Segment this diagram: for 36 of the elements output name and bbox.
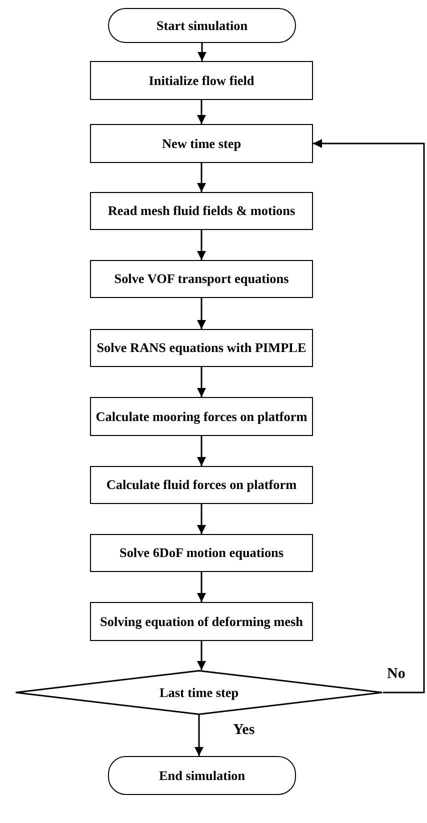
arrow — [197, 436, 206, 466]
node-label: Solve RANS equations with PIMPLE — [96, 340, 306, 356]
arrow — [197, 367, 206, 397]
process-box — [90, 466, 313, 504]
node-label: Last time step — [159, 684, 239, 700]
process-box — [90, 260, 313, 298]
terminal-box — [108, 8, 296, 43]
arrow — [194, 715, 204, 756]
arrow — [197, 230, 206, 260]
node-label: New time step — [162, 136, 242, 152]
process-box — [90, 602, 313, 641]
node-label: Initialize flow field — [148, 72, 254, 88]
node-label: End simulation — [158, 768, 246, 784]
arrow — [197, 100, 206, 124]
arrow — [197, 298, 206, 329]
arrow — [197, 163, 206, 192]
process-box — [90, 192, 313, 230]
arrow — [198, 43, 206, 61]
terminal-box — [108, 756, 296, 795]
process-box — [90, 397, 313, 436]
node-label: Calculate mooring forces on platform — [96, 408, 308, 424]
arrow — [313, 139, 425, 694]
decision-diamond — [15, 670, 383, 715]
node-label: Solve 6DoF motion equations — [120, 545, 284, 561]
process-box — [90, 534, 313, 572]
process-box — [90, 329, 313, 367]
arrow — [197, 504, 206, 534]
arrow — [197, 572, 206, 602]
node-label: Read mesh fluid fields & motions — [108, 203, 296, 219]
node-label: Start simulation — [156, 18, 248, 34]
node-label: Solve VOF transport equations — [114, 271, 289, 287]
process-box — [90, 124, 313, 163]
process-box — [90, 61, 313, 100]
node-label: Solving equation of deforming mesh — [100, 614, 303, 630]
node-label: Calculate fluid forces on platform — [106, 477, 297, 493]
arrow — [197, 641, 206, 670]
